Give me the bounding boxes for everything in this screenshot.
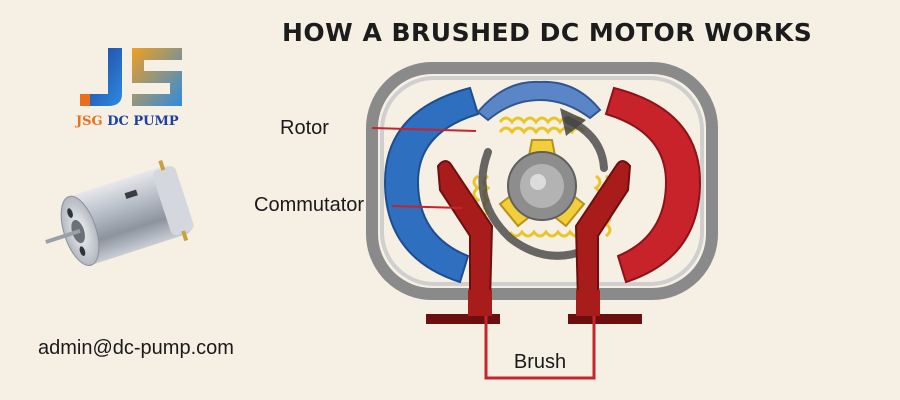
commutator-leader-line (391, 205, 463, 209)
stator-south-magnet (604, 86, 702, 284)
top-pole-piece (476, 80, 602, 122)
rotation-arrow (478, 148, 590, 260)
rotor-leader-line (371, 127, 477, 132)
brand-name: JSG DC PUMP (76, 114, 179, 129)
rotor-label: Rotor (280, 117, 329, 139)
jsg-logo (80, 48, 182, 106)
contact-email[interactable]: admin@dc-pump.com (38, 337, 234, 359)
page-title: HOW A BRUSHED DC MOTOR WORKS (282, 18, 813, 47)
right-brush (574, 160, 632, 303)
brush-label: Brush (514, 351, 566, 373)
brush-circuit (484, 316, 596, 380)
dc-motor-image (45, 160, 194, 266)
motor-housing (366, 62, 718, 300)
commutator-label: Commutator (254, 194, 364, 216)
left-brush (436, 160, 494, 303)
left-brush-base (426, 314, 500, 324)
right-brush-base (568, 314, 642, 324)
stator-north-magnet (383, 86, 480, 284)
brand-name-part2: DC PUMP (107, 114, 179, 129)
brand-name-part1: JSG (76, 114, 103, 129)
